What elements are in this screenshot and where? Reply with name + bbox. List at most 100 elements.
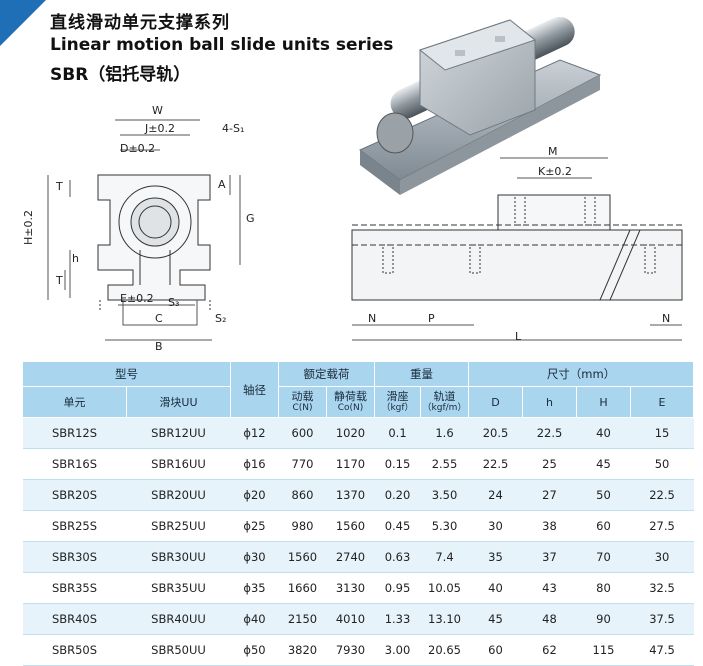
cell-rail-weight: 10.05	[420, 572, 469, 604]
cell-stat-load: 1170	[326, 448, 375, 480]
cell-unit: SBR40S	[22, 603, 127, 635]
cell-block: SBR50UU	[126, 634, 231, 666]
header-h: h	[522, 386, 577, 418]
cell-h: 22.5	[522, 417, 577, 449]
cell-D: 35	[468, 541, 523, 573]
cell-E: 22.5	[630, 479, 694, 511]
header-dyn-label: 动载	[291, 390, 314, 403]
cell-stat-load: 4010	[326, 603, 375, 635]
cell-shaft: ϕ25	[230, 510, 279, 542]
cell-slide-weight: 0.15	[374, 448, 421, 480]
cell-stat-load: 3130	[326, 572, 375, 604]
cell-E: 47.5	[630, 634, 694, 666]
cell-dyn-load: 600	[278, 417, 327, 449]
cell-dyn-load: 2150	[278, 603, 327, 635]
header-size: 尺寸（mm）	[467, 361, 695, 387]
cell-D: 22.5	[468, 448, 523, 480]
label-S1: 4-S₁	[222, 122, 244, 135]
header-stat-unit: Co(N)	[337, 403, 364, 413]
cell-shaft: ϕ16	[230, 448, 279, 480]
cell-H: 60	[576, 510, 631, 542]
header-slide-unit: （kgf）	[381, 403, 414, 413]
cell-block: SBR16UU	[126, 448, 231, 480]
cell-unit: SBR12S	[22, 417, 127, 449]
label-T-bottom: T	[55, 274, 63, 287]
label-K: K±0.2	[538, 165, 572, 178]
cell-E: 15	[630, 417, 694, 449]
cell-E: 30	[630, 541, 694, 573]
cell-h: 27	[522, 479, 577, 511]
cell-rail-weight: 20.65	[420, 634, 469, 666]
label-L: L	[515, 330, 522, 343]
cell-unit: SBR16S	[22, 448, 127, 480]
label-N-left: N	[368, 312, 376, 325]
header-stat-label: 静荷载	[334, 390, 367, 403]
label-C: C	[155, 312, 163, 325]
header-H: H	[576, 386, 631, 418]
cell-slide-weight: 0.95	[374, 572, 421, 604]
title-english: Linear motion ball slide units series	[50, 35, 394, 55]
cell-slide-weight: 0.20	[374, 479, 421, 511]
cell-dyn-load: 980	[278, 510, 327, 542]
cell-rail-weight: 3.50	[420, 479, 469, 511]
cell-slide-weight: 1.33	[374, 603, 421, 635]
cell-D: 30	[468, 510, 523, 542]
cell-rail-weight: 7.4	[420, 541, 469, 573]
cell-shaft: ϕ40	[230, 603, 279, 635]
cell-dyn-load: 3820	[278, 634, 327, 666]
cell-H: 50	[576, 479, 631, 511]
cell-D: 20.5	[468, 417, 523, 449]
cell-H: 45	[576, 448, 631, 480]
header-load: 额定载荷	[278, 361, 375, 387]
cell-H: 90	[576, 603, 631, 635]
cell-shaft: ϕ35	[230, 572, 279, 604]
cell-E: 50	[630, 448, 694, 480]
label-D: D±0.2	[120, 142, 155, 155]
cell-h: 62	[522, 634, 577, 666]
title-chinese: 直线滑动单元支撑系列	[50, 13, 230, 33]
header-weight: 重量	[374, 361, 469, 387]
label-H: H±0.2	[22, 210, 35, 245]
header-unit: 单元	[22, 386, 127, 418]
header-D: D	[468, 386, 523, 418]
cell-h: 43	[522, 572, 577, 604]
cell-dyn-load: 770	[278, 448, 327, 480]
cell-h: 48	[522, 603, 577, 635]
label-T-top: T	[55, 180, 63, 193]
header-shaft: 轴径	[230, 361, 279, 418]
cell-D: 60	[468, 634, 523, 666]
label-M: M	[548, 145, 558, 158]
cell-H: 115	[576, 634, 631, 666]
cell-rail-weight: 5.30	[420, 510, 469, 542]
header-E: E	[629, 386, 695, 418]
cell-slide-weight: 0.1	[374, 417, 421, 449]
cell-block: SBR25UU	[126, 510, 231, 542]
cell-shaft: ϕ30	[230, 541, 279, 573]
label-N-right: N	[662, 312, 670, 325]
technical-drawing: W J±0.2 4-S₁ D±0.2 T A H±0.2 G h T E±0.2…	[22, 16, 683, 353]
label-B: B	[155, 340, 163, 353]
header-rail-label: 轨道	[433, 390, 456, 403]
cell-h: 38	[522, 510, 577, 542]
cross-section-view	[47, 119, 241, 341]
cell-shaft: ϕ12	[230, 417, 279, 449]
header-slide-label: 滑座	[386, 390, 409, 403]
cell-stat-load: 1020	[326, 417, 375, 449]
header-dynamic-load: 动载 C(N)	[278, 386, 327, 418]
header-static-load: 静荷载 Co(N)	[326, 386, 375, 418]
cell-unit: SBR25S	[22, 510, 127, 542]
cell-unit: SBR35S	[22, 572, 127, 604]
cell-unit: SBR50S	[22, 634, 127, 666]
cell-dyn-load: 1660	[278, 572, 327, 604]
spec-table: 型号 轴径 额定载荷 重量 尺寸（mm） 单元 滑块UU 动载 C(N) 静荷载…	[22, 361, 695, 666]
cell-E: 32.5	[630, 572, 694, 604]
cell-unit: SBR30S	[22, 541, 127, 573]
cell-block: SBR20UU	[126, 479, 231, 511]
